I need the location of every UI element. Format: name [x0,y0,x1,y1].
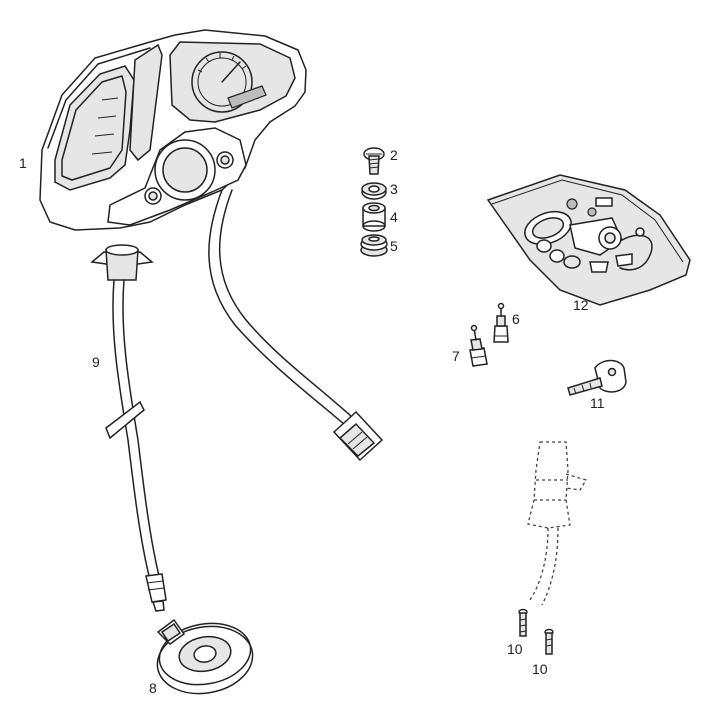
label-part-2: 2 [390,147,398,163]
reference-outline-dashed [527,441,587,606]
screw-part-2 [363,147,385,175]
label-part-10-left: 10 [507,641,523,657]
label-part-11: 11 [590,395,605,411]
label-part-4: 4 [390,209,398,225]
label-part-10-right: 10 [532,661,548,677]
label-part-9: 9 [92,354,100,370]
spacer-part-4 [362,202,386,232]
washer-part-3 [361,182,387,200]
sensor-switch-part-6 [493,302,509,343]
label-part-12: 12 [573,297,589,313]
instrument-cluster [39,29,384,462]
speedometer-drive-gear-part-8 [156,618,254,695]
grommet-part-5 [360,234,388,257]
screw-part-10-left [518,608,528,637]
label-part-7: 7 [452,348,460,364]
ignition-key-part-11 [567,359,627,396]
sensor-switch-part-7 [469,324,488,367]
label-part-1: 1 [19,155,27,171]
label-part-8: 8 [149,680,157,696]
label-part-6: 6 [512,311,520,327]
label-part-5: 5 [390,238,398,254]
screw-part-10-right [544,628,554,655]
label-part-3: 3 [390,181,398,197]
speedometer-cable-part-9 [90,244,167,612]
hardware-kit-bag-part-12 [486,174,691,306]
